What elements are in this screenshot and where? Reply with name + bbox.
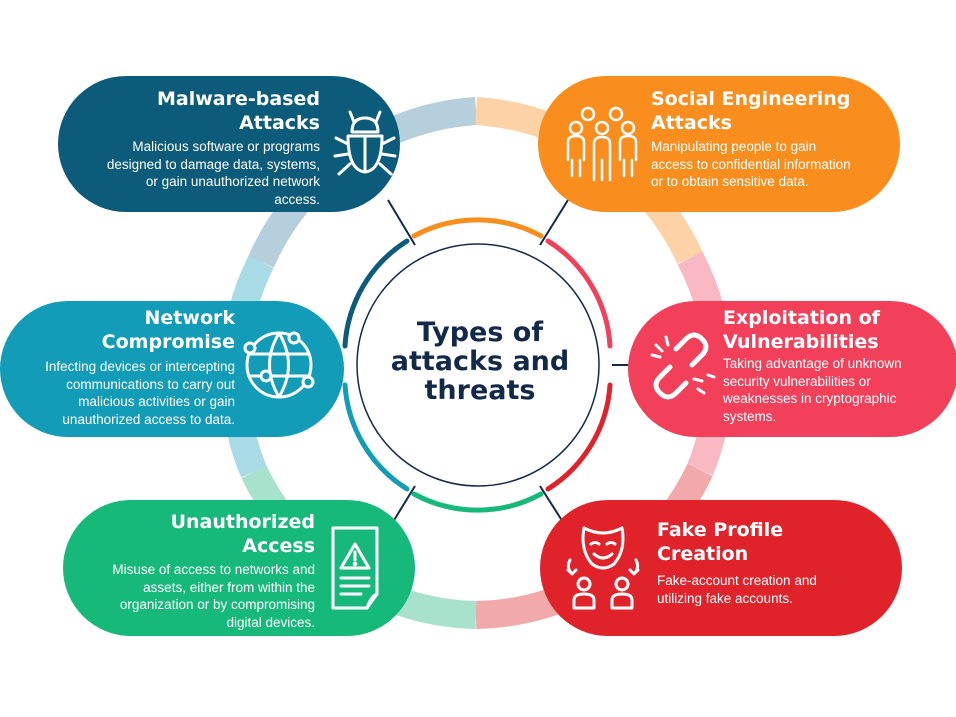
card-malware: Malware-based Attacks Malicious software… xyxy=(58,76,400,212)
connector-line xyxy=(539,199,569,246)
card-description: Misuse of access to networks and assets,… xyxy=(112,562,315,630)
center-circle xyxy=(356,243,600,487)
inner-arc-pink xyxy=(545,238,613,349)
card-title: Unauthorized Access xyxy=(170,511,315,557)
card-description: Manipulating people to gain access to co… xyxy=(651,139,851,189)
card-title: Network Compromise xyxy=(101,307,235,353)
broken-chain-icon xyxy=(650,332,716,400)
card-title: Fake Profile Creation xyxy=(657,519,784,565)
card-title: Exploitation of Vulnerabilities xyxy=(723,307,880,353)
card-description: Taking advantage of unknown security vul… xyxy=(723,356,902,424)
card-title: Social Engineering Attacks xyxy=(651,88,851,134)
card-description: Malicious software or programs designed … xyxy=(106,139,320,207)
card-network-compromise: Network Compromise Infecting devices or … xyxy=(0,301,344,437)
card-title: Malware-based Attacks xyxy=(157,88,320,134)
inner-arc-teal xyxy=(342,382,410,492)
globe-network-icon xyxy=(243,331,315,399)
card-exploitation: Exploitation of Vulnerabilities Taking a… xyxy=(628,301,956,437)
inner-arc-orange xyxy=(411,217,544,239)
bug-icon xyxy=(333,110,397,176)
warning-document-icon xyxy=(331,526,379,610)
inner-arc-red xyxy=(545,382,613,492)
mask-users-icon xyxy=(566,526,640,610)
card-fake-profile: Fake Profile Creation Fake-account creat… xyxy=(540,500,902,636)
connector-line xyxy=(387,199,416,246)
card-description: Fake-account creation and utilizing fake… xyxy=(657,573,817,606)
card-description: Infecting devices or intercepting commun… xyxy=(45,359,235,427)
center-title: Types of attacks and threats xyxy=(390,317,570,406)
card-unauthorized-access: Unauthorized Access Misuse of access to … xyxy=(63,500,415,636)
card-social-engineering: Social Engineering Attacks Manipulating … xyxy=(538,76,900,212)
people-group-icon xyxy=(566,106,638,182)
inner-arc-navy xyxy=(342,238,410,349)
inner-arc-green xyxy=(411,491,544,513)
